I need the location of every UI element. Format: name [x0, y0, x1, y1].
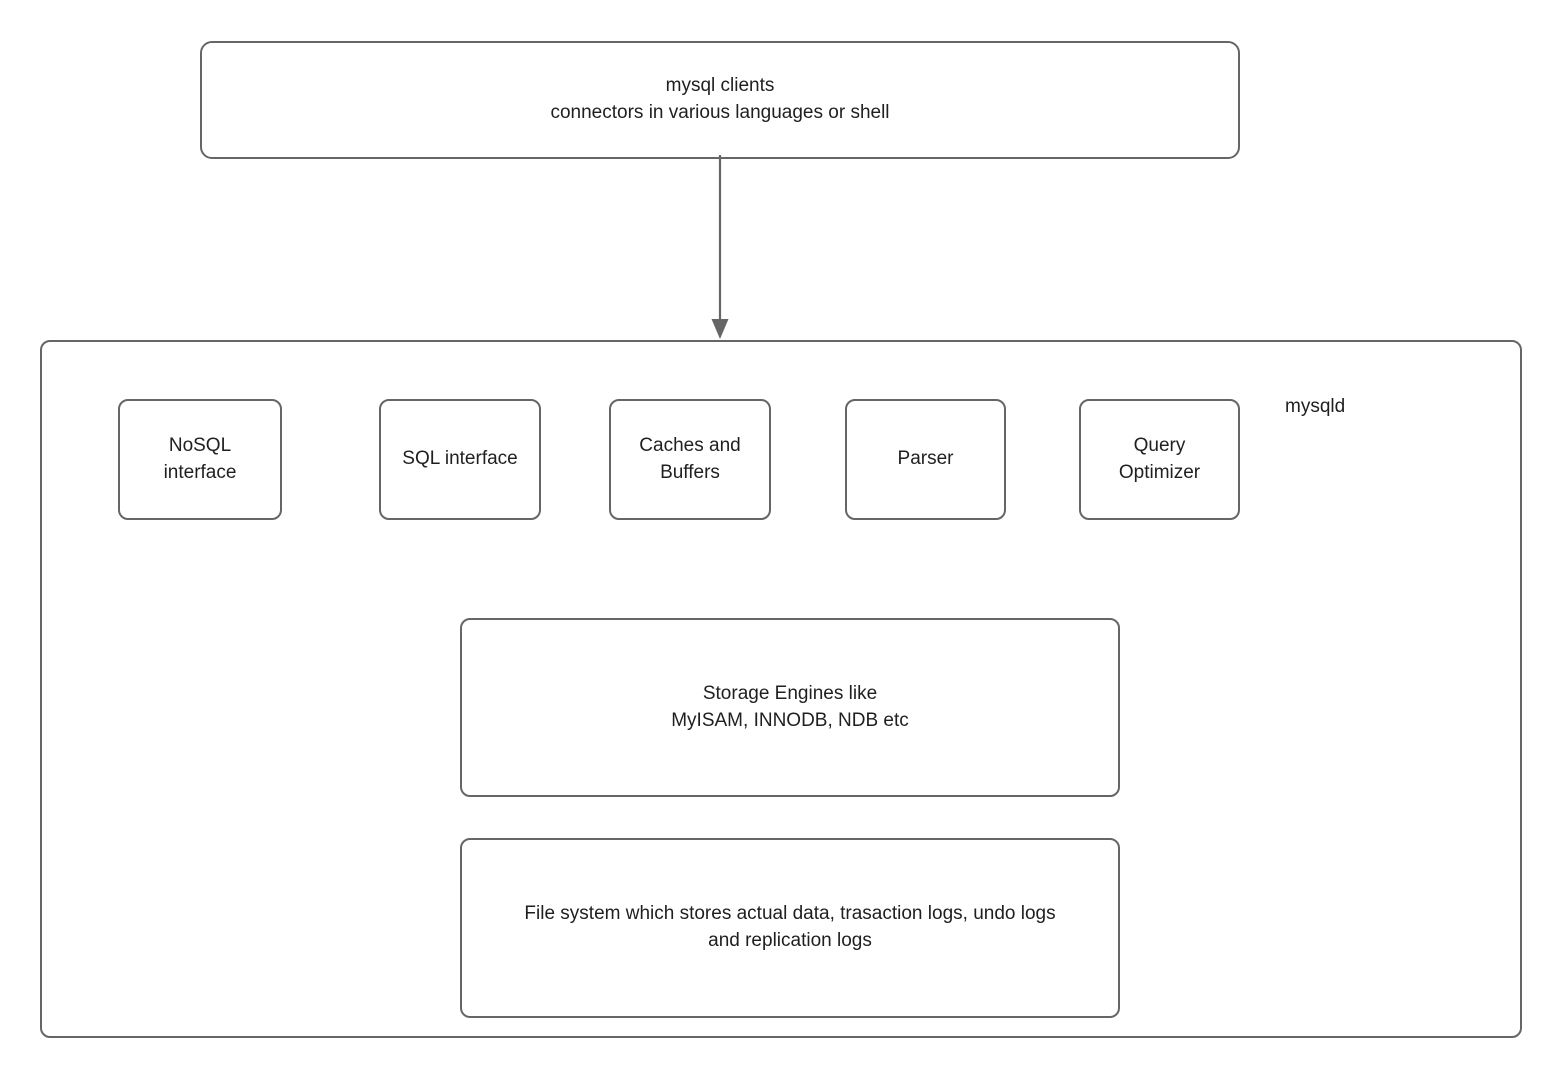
node-file-system-label: File system which stores actual data, tr…: [524, 903, 1056, 951]
node-nosql-interface-label: NoSQL interface: [163, 434, 237, 483]
node-sql-interface-label: SQL interface: [402, 448, 518, 470]
node-caches-and-buffers-label: Caches and Buffers: [639, 434, 741, 483]
node-query-optimizer-label: Query Optimizer: [1118, 434, 1201, 483]
mysqld-title-label: mysqld: [1285, 396, 1346, 417]
node-nosql-interface[interactable]: NoSQL interface: [118, 399, 282, 520]
node-sql-interface[interactable]: SQL interface: [379, 399, 541, 520]
node-parser[interactable]: Parser: [845, 399, 1006, 520]
node-file-system[interactable]: File system which stores actual data, tr…: [460, 838, 1120, 1018]
clients-to-mysqld-arrow: [711, 155, 729, 339]
mysql-clients-box[interactable]: mysql clients connectors in various lang…: [200, 41, 1240, 159]
node-parser-label: Parser: [897, 448, 954, 470]
node-caches-and-buffers[interactable]: Caches and Buffers: [609, 399, 771, 520]
node-query-optimizer[interactable]: Query Optimizer: [1079, 399, 1240, 520]
node-storage-engines-label: Storage Engines like MyISAM, INNODB, NDB…: [671, 682, 909, 731]
mysql-clients-label: mysql clients connectors in various lang…: [550, 75, 890, 123]
node-storage-engines[interactable]: Storage Engines like MyISAM, INNODB, NDB…: [460, 618, 1120, 797]
